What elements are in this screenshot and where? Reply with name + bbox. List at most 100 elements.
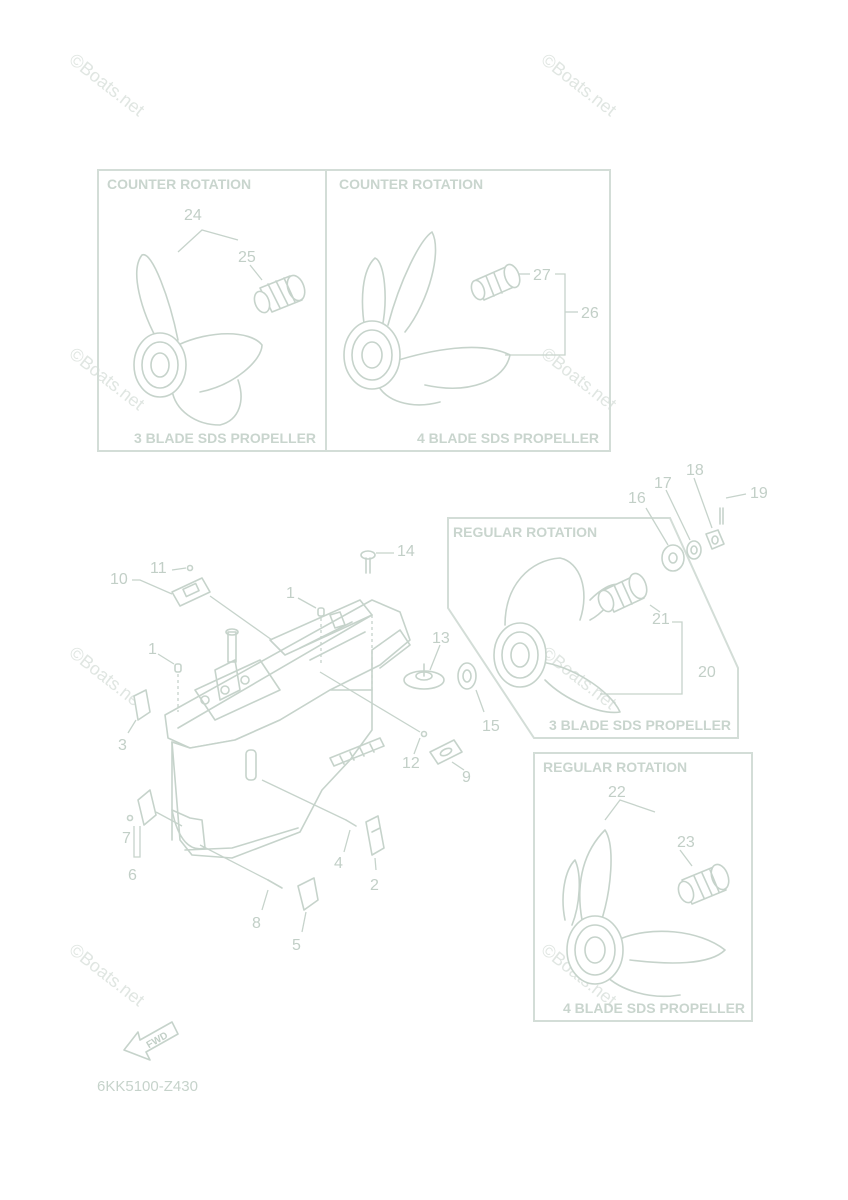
anode-icon xyxy=(429,739,463,765)
lower-unit-housing-icon xyxy=(164,599,411,859)
callout-23: 23 xyxy=(677,834,695,851)
regular-3blade-caption: 3 BLADE SDS PROPELLER xyxy=(549,717,731,733)
callout-19: 19 xyxy=(750,485,768,502)
small-parts: 14 10 11 1 1 3 13 xyxy=(110,543,500,954)
panel-frame xyxy=(533,752,753,1022)
watermark: ©Boats.net xyxy=(538,49,621,120)
callout-10: 10 xyxy=(110,571,128,588)
leader-13 xyxy=(429,644,441,671)
panel-frame xyxy=(447,517,739,739)
leader-1a xyxy=(297,597,317,609)
propeller-4-blade-counter-icon xyxy=(343,231,511,406)
watermark: ©Boats.net xyxy=(538,343,621,414)
callout-17: 17 xyxy=(654,475,672,492)
bolt-icon xyxy=(360,550,376,574)
callout-5: 5 xyxy=(292,937,301,954)
callout-8: 8 xyxy=(252,915,261,932)
leader-anode xyxy=(209,595,273,641)
regular-3blade-title: REGULAR ROTATION xyxy=(453,524,597,540)
cover-icon xyxy=(297,877,319,911)
leader-22 xyxy=(604,799,656,821)
plug-icon xyxy=(317,607,325,617)
propeller-3-blade-regular-icon xyxy=(493,557,621,714)
cover-icon xyxy=(133,689,151,721)
propeller-nut-icon xyxy=(597,572,648,613)
drawing-code: 6KK5100-Z430 xyxy=(97,1078,198,1095)
propeller-nut-icon xyxy=(470,263,521,301)
callout-7: 7 xyxy=(122,830,131,847)
screw-icon xyxy=(345,819,357,827)
leader-1b xyxy=(157,653,175,665)
leader-4a xyxy=(261,779,347,821)
counter-4blade-caption: 4 BLADE SDS PROPELLER xyxy=(417,430,599,446)
washer-group: 16 17 18 19 xyxy=(628,462,768,572)
callout-1a: 1 xyxy=(286,585,295,602)
plug-icon xyxy=(174,663,182,673)
nut-icon xyxy=(705,529,725,550)
leader-10 xyxy=(132,579,173,595)
counter-4blade-title: COUNTER ROTATION xyxy=(339,176,483,192)
callout-27: 27 xyxy=(533,267,551,284)
screw-icon xyxy=(267,879,283,889)
leader-12a xyxy=(319,671,421,733)
leader-6-7 xyxy=(133,826,141,858)
callout-24: 24 xyxy=(184,207,202,224)
callout-22: 22 xyxy=(608,784,626,801)
trim-tab-icon xyxy=(137,789,157,826)
watermark: ©Boats.net xyxy=(66,49,149,120)
leader-26 xyxy=(505,273,566,356)
leader-5 xyxy=(301,911,307,933)
fwd-arrow-icon: FWD xyxy=(123,1021,179,1061)
callout-26: 26 xyxy=(581,305,599,322)
callout-21: 21 xyxy=(652,611,670,628)
callout-3: 3 xyxy=(118,737,127,754)
panel-frame xyxy=(97,169,611,452)
anode-icon xyxy=(365,815,385,856)
callout-14: 14 xyxy=(397,543,415,560)
regular-4blade-caption: 4 BLADE SDS PROPELLER xyxy=(563,1000,745,1016)
propeller-4-blade-regular-icon xyxy=(562,829,726,998)
anode-icon xyxy=(171,564,211,607)
watermark: ©Boats.net xyxy=(66,939,149,1010)
counter-3blade-caption: 3 BLADE SDS PROPELLER xyxy=(134,430,316,446)
propeller-nut-icon xyxy=(253,274,306,314)
leader-3 xyxy=(127,719,137,734)
leader-23 xyxy=(679,849,693,867)
leader-25 xyxy=(249,264,263,281)
fwd-label: FWD xyxy=(145,1030,170,1051)
leader-18 xyxy=(693,477,713,529)
washer-icon xyxy=(686,540,702,560)
callout-2: 2 xyxy=(370,877,379,894)
leader-12 xyxy=(413,737,421,755)
leader-8 xyxy=(261,889,269,911)
seal-icon xyxy=(457,662,477,690)
regular-3blade-panel: REGULAR ROTATION 3 BLADE SDS PROPELLER 2… xyxy=(447,517,739,739)
callout-9: 9 xyxy=(462,769,471,786)
callout-16: 16 xyxy=(628,490,646,507)
leader-24 xyxy=(177,229,239,253)
callout-15: 15 xyxy=(482,718,500,735)
leader-4 xyxy=(343,829,351,853)
washer-icon xyxy=(661,544,685,572)
leader-20 xyxy=(600,621,683,695)
callout-18: 18 xyxy=(686,462,704,479)
leader-16 xyxy=(645,507,669,546)
gear-icon xyxy=(403,663,445,690)
callout-1b: 1 xyxy=(148,641,157,658)
counter-3blade-title: COUNTER ROTATION xyxy=(107,176,251,192)
callout-20: 20 xyxy=(698,664,716,681)
leader-2 xyxy=(374,857,377,871)
counter-rotation-panel: COUNTER ROTATION 3 BLADE SDS PROPELLER C… xyxy=(97,169,611,452)
propeller-nut-icon xyxy=(677,863,730,905)
leader-6a xyxy=(155,811,183,827)
screw-icon xyxy=(420,730,428,738)
callout-13: 13 xyxy=(432,630,450,647)
leader-17 xyxy=(665,489,691,541)
callout-12: 12 xyxy=(402,755,420,772)
callout-11: 11 xyxy=(150,560,167,577)
callout-4: 4 xyxy=(334,855,343,872)
regular-4blade-title: REGULAR ROTATION xyxy=(543,759,687,775)
leader-8a xyxy=(199,844,269,881)
callout-6: 6 xyxy=(128,867,137,884)
